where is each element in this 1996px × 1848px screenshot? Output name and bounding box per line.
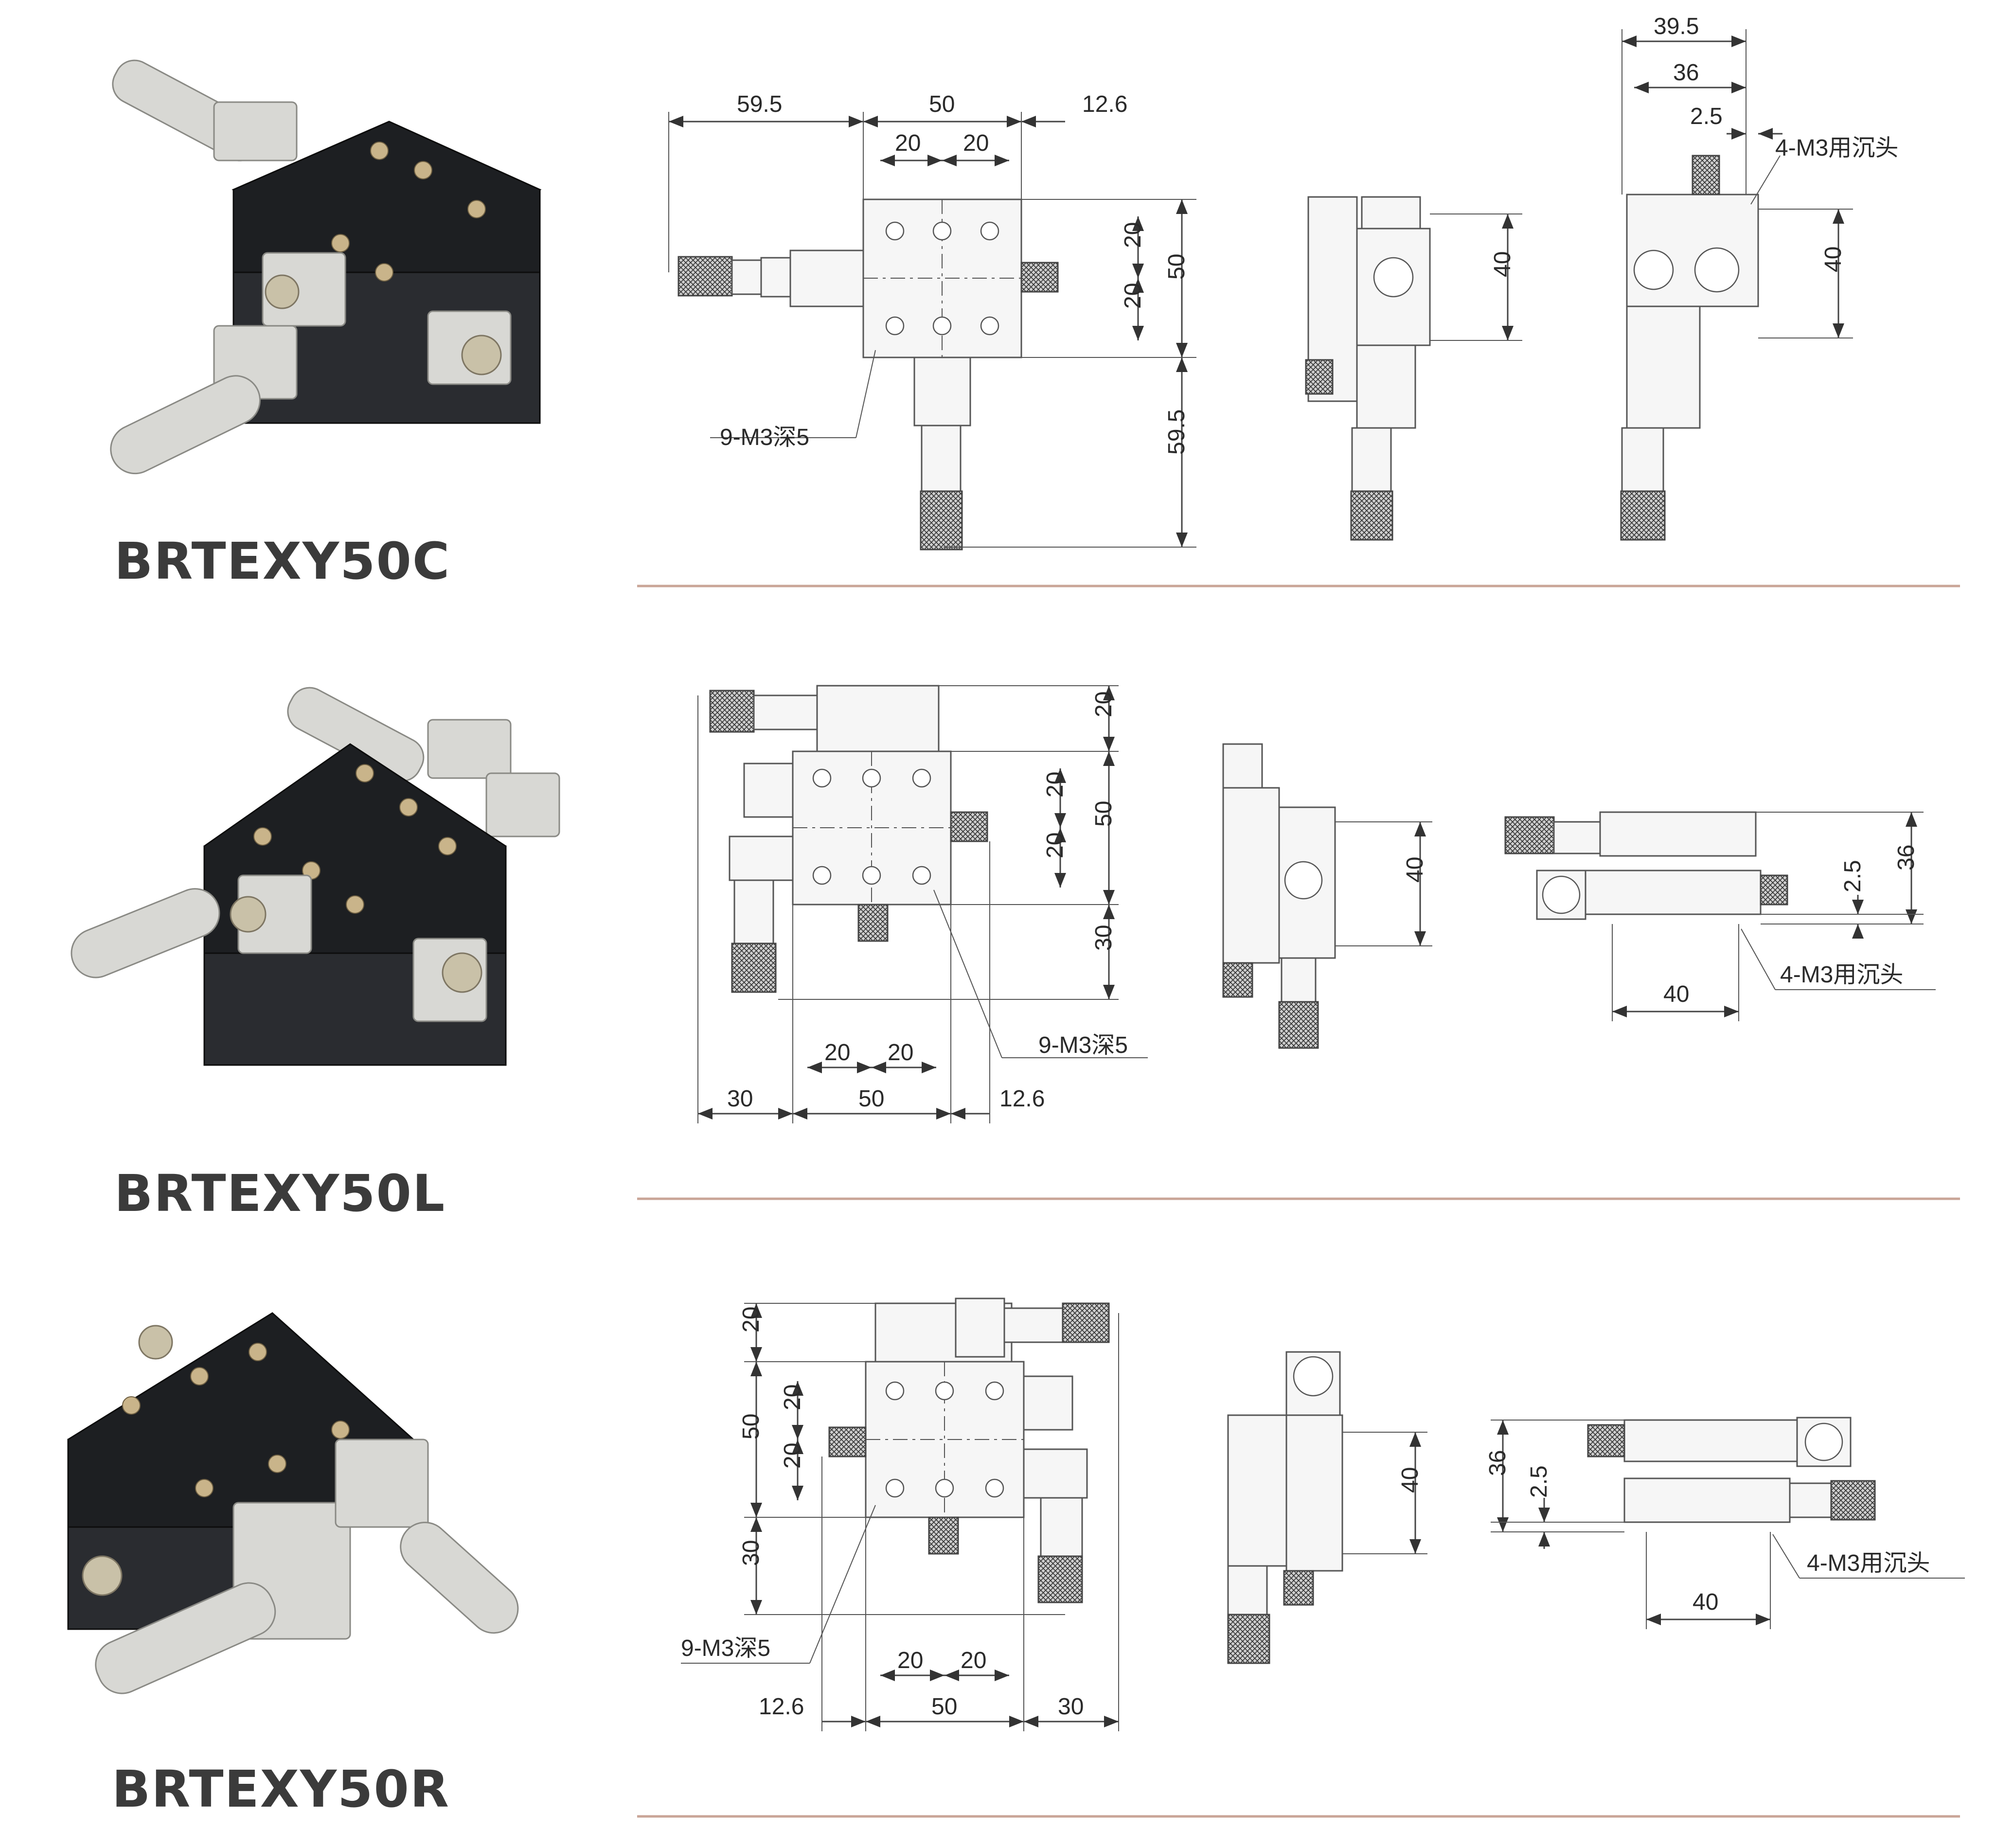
dim-label: 36 (1893, 845, 1919, 871)
product-photo (71, 687, 560, 1066)
side-view-drawing: 40 (1227, 1351, 1427, 1664)
dim-label: 59.5 (737, 91, 782, 117)
top-view-drawing: 20 50 20 20 30 20 20 12.6 50 30 9-M3深5 (681, 1297, 1119, 1731)
dim-label: 50 (929, 91, 955, 117)
dim-label: 20 (895, 130, 921, 156)
end-view-drawing: 36 2.5 40 4-M3用沉头 (1504, 811, 1936, 1021)
dim-label: 36 (1485, 1450, 1511, 1476)
dim-label: 20 (1042, 772, 1068, 798)
countersink-note: 4-M3用沉头 (1807, 1550, 1930, 1576)
dim-label: 20 (780, 1385, 805, 1410)
product-section-1: BRTEXY50C (110, 14, 1960, 591)
dim-label: 2.5 (1690, 104, 1723, 129)
countersink-note: 4-M3用沉头 (1775, 135, 1898, 161)
end-view-drawing: 36 2.5 40 4-M3用沉头 (1485, 1417, 1965, 1629)
dim-label: 12.6 (999, 1086, 1045, 1112)
dim-label: 50 (1091, 801, 1117, 827)
hole-note: 9-M3深5 (1038, 1032, 1128, 1058)
dim-label: 20 (888, 1040, 913, 1066)
dim-label: 20 (1042, 833, 1068, 858)
model-name: BRTEXY50R (112, 1759, 450, 1819)
product-section-2: BRTEXY50L (71, 685, 1960, 1223)
dim-label: 30 (1091, 925, 1117, 951)
dim-label: 50 (931, 1694, 957, 1720)
dim-label: 2.5 (1840, 860, 1866, 892)
dim-label: 20 (824, 1040, 850, 1066)
dim-label: 50 (1164, 254, 1190, 280)
dim-label: 20 (963, 130, 989, 156)
dim-label: 50 (858, 1086, 884, 1112)
dim-label: 20 (961, 1648, 986, 1673)
dim-label: 40 (1402, 857, 1428, 883)
model-name: BRTEXY50C (114, 532, 450, 591)
dim-label: 20 (780, 1443, 805, 1469)
side-view-drawing: 40 (1222, 743, 1432, 1049)
end-view-drawing: 39.5 36 2.5 40 4-M3用沉头 (1620, 14, 1898, 541)
hole-note: 9-M3深5 (720, 425, 809, 450)
dim-label: 40 (1490, 251, 1515, 277)
dim-label: 40 (1820, 247, 1846, 272)
dim-label: 59.5 (1164, 409, 1190, 455)
hole-note: 9-M3深5 (681, 1635, 770, 1661)
dim-label: 39.5 (1654, 14, 1699, 39)
dim-label: 2.5 (1526, 1465, 1552, 1498)
model-name: BRTEXY50L (114, 1164, 446, 1223)
dim-label: 50 (738, 1414, 764, 1439)
dim-label: 30 (738, 1540, 764, 1566)
top-view-drawing: 59.5 50 12.6 20 20 20 20 50 59.5 9-M3深5 (668, 91, 1196, 551)
dim-label: 40 (1693, 1589, 1718, 1615)
dim-label: 40 (1397, 1467, 1423, 1493)
dim-label: 40 (1663, 981, 1689, 1007)
dim-label: 30 (1058, 1694, 1084, 1720)
dim-label: 20 (1120, 283, 1146, 309)
dim-label: 20 (738, 1307, 764, 1333)
side-view-drawing: 40 (1305, 196, 1522, 541)
countersink-note: 4-M3用沉头 (1780, 962, 1903, 988)
dim-label: 30 (727, 1086, 753, 1112)
product-photo (67, 1312, 519, 1694)
dim-label: 12.6 (1082, 91, 1127, 117)
top-view-drawing: 20 20 50 20 30 20 20 30 50 12.6 9-M3深5 (697, 685, 1148, 1123)
dim-label: 36 (1673, 60, 1699, 86)
dim-label: 20 (1091, 692, 1117, 717)
product-section-3: BRTEXY50R (67, 1297, 1965, 1819)
product-photo (110, 59, 542, 475)
dim-label: 20 (1120, 222, 1146, 248)
dim-label: 20 (897, 1648, 923, 1673)
dim-label: 12.6 (759, 1694, 804, 1720)
